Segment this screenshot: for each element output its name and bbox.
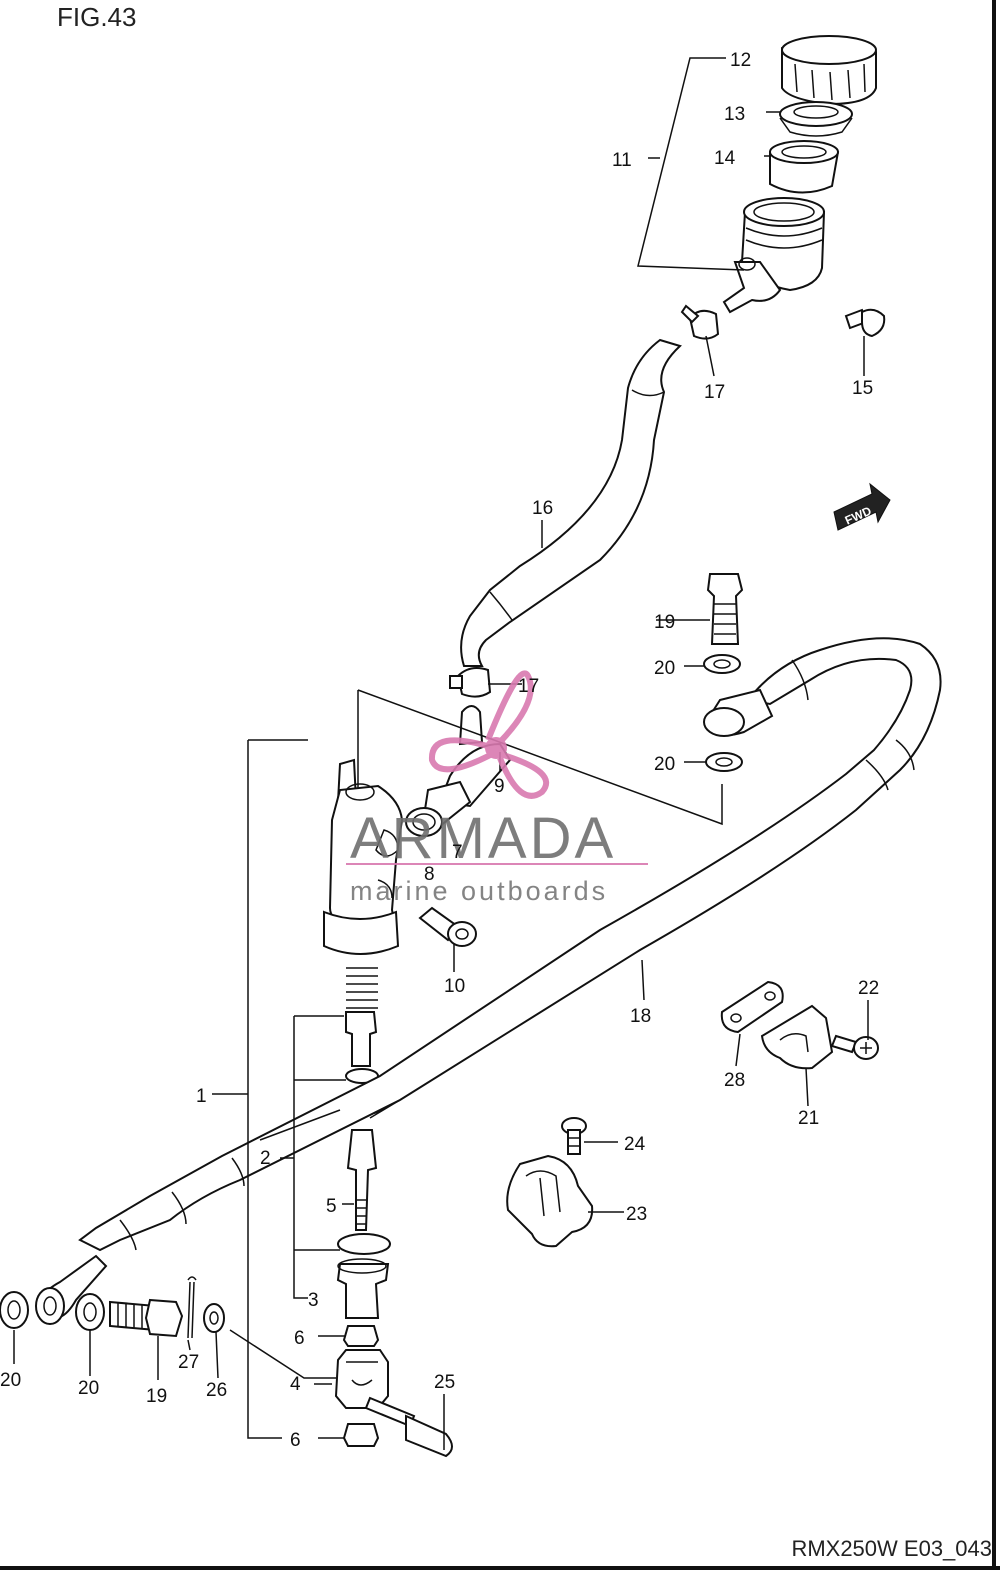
callout-label: 9 — [494, 776, 505, 797]
callout-label: 20 — [654, 658, 675, 679]
master-cylinder-body — [323, 758, 404, 955]
union-bolt-lower — [109, 1298, 184, 1338]
watermark-brand: ARMADA — [350, 806, 616, 871]
callout-label: 23 — [626, 1204, 647, 1225]
figure-title: FIG.43 — [57, 2, 137, 32]
callout-label: 20 — [0, 1370, 21, 1391]
callout-label: 6 — [290, 1430, 301, 1451]
watermark: ARMADA marine outboards — [346, 670, 648, 906]
watermark-logo-icon — [428, 670, 550, 799]
callout-label: 4 — [290, 1374, 301, 1395]
callout-label: 22 — [858, 978, 879, 999]
union-bolt-upper — [706, 573, 744, 645]
callout-label: 10 — [444, 976, 465, 997]
reservoir-bolt — [844, 308, 886, 338]
callout-label: 27 — [178, 1352, 199, 1373]
hose-clamp-upper — [680, 304, 720, 340]
hose-clamp-bracket — [506, 1154, 594, 1248]
callout-label: 28 — [724, 1070, 745, 1091]
fwd-arrow: FWD — [833, 482, 891, 531]
callout-label: 1 — [196, 1086, 207, 1107]
pushrod — [346, 1129, 378, 1231]
callout-label: 19 — [146, 1386, 167, 1407]
hose-clamp-lower — [449, 667, 492, 698]
watermark-tagline: marine outboards — [350, 876, 608, 906]
hose-guide — [760, 1004, 834, 1070]
connector-o-ring — [405, 807, 443, 837]
callout-label: 25 — [434, 1372, 455, 1393]
joint-pin — [364, 1396, 453, 1458]
bottom-border — [0, 1566, 1000, 1570]
reservoir-plate — [779, 101, 853, 137]
callout-label: 18 — [630, 1006, 651, 1027]
reservoir-cap — [781, 35, 877, 106]
callout-label: 24 — [624, 1134, 646, 1155]
callout-label: 19 — [654, 612, 675, 633]
reservoir-tank — [722, 197, 826, 314]
guide-screw — [830, 1034, 879, 1060]
callout-labels: 1 2 3 4 5 6 6 7 8 9 10 11 12 13 14 15 16… — [0, 50, 879, 1451]
pushrod-piston — [345, 1011, 378, 1067]
callout-label: 17 — [704, 382, 725, 403]
washer-upper-b — [705, 752, 743, 772]
callout-label: 6 — [294, 1328, 305, 1349]
callout-label: 14 — [714, 148, 736, 169]
callout-label: 11 — [612, 150, 632, 171]
callout-label: 15 — [852, 378, 873, 399]
pushrod-spring — [346, 967, 378, 1009]
brake-hose — [78, 637, 942, 1252]
callout-label: 21 — [798, 1108, 819, 1129]
callout-label: 3 — [308, 1290, 319, 1311]
lock-nut-lower — [342, 1423, 380, 1447]
hose-connector — [422, 705, 512, 828]
washer-left-b — [75, 1293, 105, 1331]
callout-label: 26 — [206, 1380, 227, 1401]
reservoir-hose — [460, 338, 682, 667]
clamp-screw — [561, 1117, 587, 1155]
banjo-upper — [703, 688, 774, 737]
reservoir-diaphragm — [769, 140, 840, 194]
right-border — [992, 0, 996, 1566]
callout-label: 2 — [260, 1148, 271, 1169]
banjo-lower — [35, 1254, 108, 1325]
rod-joint — [334, 1349, 389, 1409]
lock-nut-upper — [342, 1325, 380, 1347]
mounting-bolt — [418, 906, 477, 947]
drawing-code: RMX250W E03_043 — [791, 1536, 992, 1561]
callout-label: 20 — [78, 1378, 99, 1399]
callout-label: 20 — [654, 754, 675, 775]
callout-label: 7 — [452, 842, 463, 863]
pin-washer — [203, 1303, 225, 1333]
callout-label: 8 — [424, 864, 435, 885]
callout-label: 5 — [326, 1196, 337, 1217]
callout-label: 13 — [724, 104, 745, 125]
washer-left-a — [0, 1291, 29, 1329]
callout-label: 12 — [730, 50, 751, 71]
callout-label: 16 — [532, 498, 553, 519]
pushrod-boot — [336, 1233, 391, 1319]
washer-upper-a — [703, 654, 741, 674]
cotter-pin — [187, 1276, 197, 1339]
callout-label: 17 — [518, 676, 539, 697]
hose-guide-plate — [720, 980, 784, 1034]
